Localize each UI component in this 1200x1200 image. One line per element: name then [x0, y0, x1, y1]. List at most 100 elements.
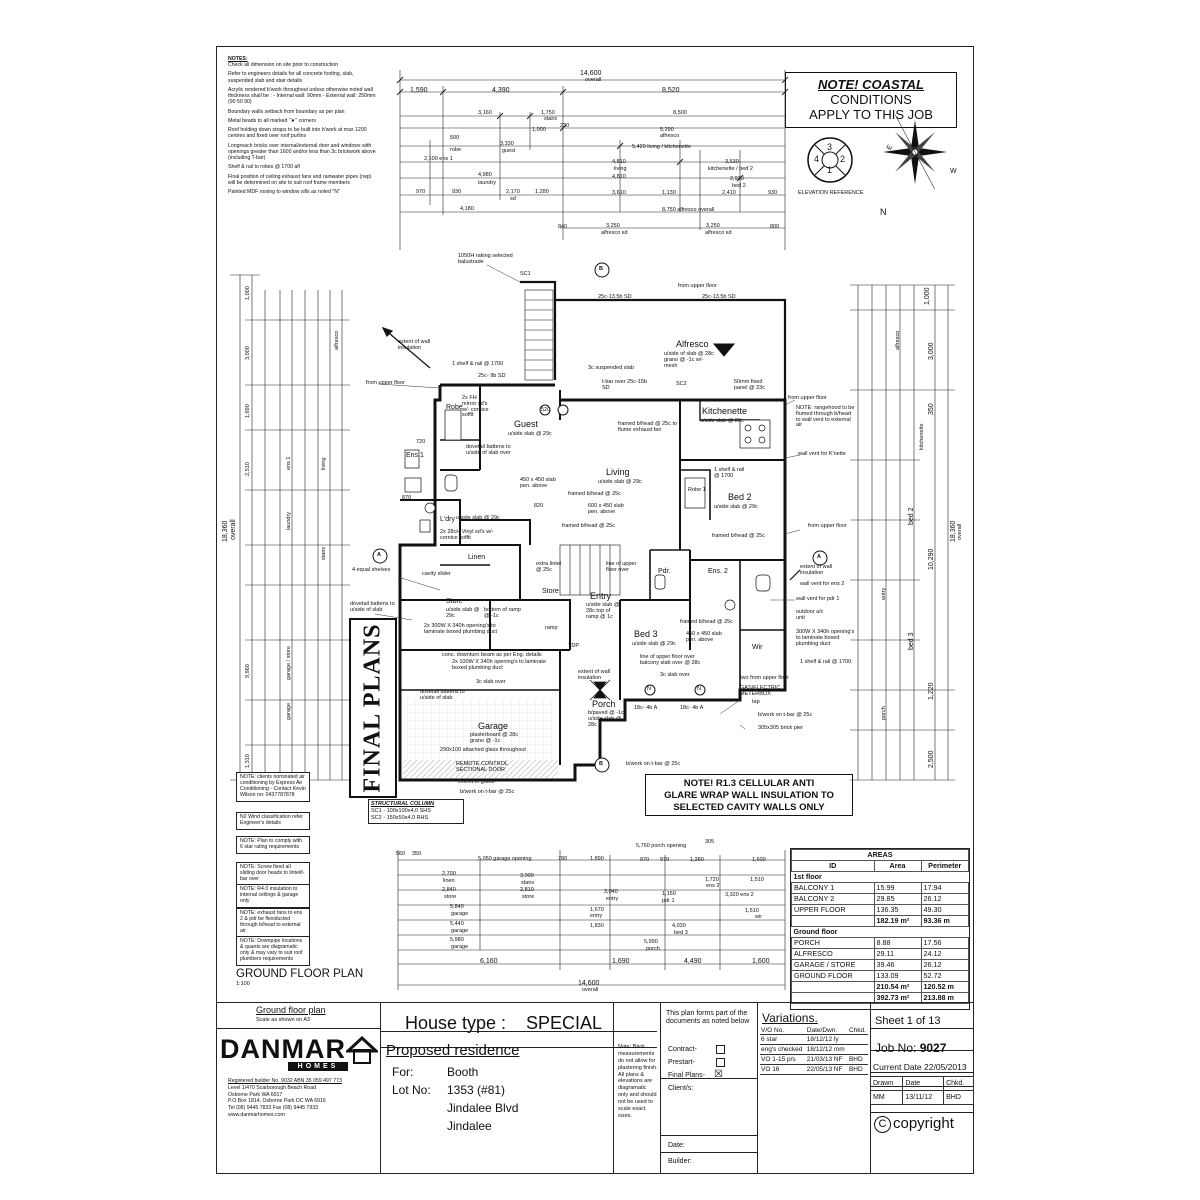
plan-labels-c3-slab-over-b: 3c slab over — [660, 672, 690, 678]
plan-labels-brick-pier: 305x305 brick pier — [758, 725, 803, 731]
plan-labels-framed-bhead-b: framed b/head @ 25c — [568, 491, 621, 497]
top-dims-d2410: 2,410 — [722, 190, 736, 196]
plan-labels-section-a: A — [377, 552, 381, 558]
compass-w: W — [950, 168, 957, 175]
plan-labels-store-a-slab: u/side slab @ 29c — [446, 607, 480, 619]
side-note-3: NOTE: Screw fixed all sliding door heads… — [236, 862, 310, 886]
structural-column-sc2: SC2 - 150x50x4.0 RHS — [371, 814, 429, 821]
areas-cell: 17.94 — [920, 882, 970, 894]
areas-cell: 8.88 — [873, 937, 922, 949]
variations-cell: 6 star — [760, 1034, 806, 1045]
top-dims-d2100: 2,100 ens 1 — [424, 156, 453, 162]
plan-labels-n-mark: N — [647, 686, 651, 692]
general-note-1: Check all dimension on site prior to con… — [228, 62, 339, 69]
areas-grand-total-cell: 392.73 m² — [873, 992, 922, 1004]
top-dims-alfresco-sd-b: alfresco sd — [705, 230, 732, 236]
plan-forms-note: This plan forms part of the documents as… — [666, 1010, 750, 1026]
bottom-dims-wir: wir — [755, 914, 763, 920]
extent-wall-insulation-arrows — [381, 326, 801, 581]
bottom-dims-d2840: 2,840 — [442, 887, 456, 893]
bottom-dims-d1280: 1,280 — [690, 857, 704, 863]
top-dims-bed2: bed 2 — [732, 183, 746, 189]
plan-labels-tap: tap — [752, 699, 760, 705]
company-line: Tel (08) 9445 7833 Fax (08) 9445 7933 — [228, 1105, 318, 1111]
right-dims-porch: porch — [881, 706, 887, 720]
final-plans-row: Final Plans- — [668, 1072, 705, 1079]
areas-header: Perimeter — [920, 860, 970, 872]
final-plans-checkbox[interactable]: ☒ — [714, 1069, 723, 1080]
areas-cell: 52.72 — [920, 970, 970, 982]
plan-labels-section-b: B — [599, 761, 603, 767]
areas-cell: GROUND FLOOR — [791, 970, 875, 982]
bottom-dims-overall: 14,600 — [578, 980, 600, 987]
plan-labels-porch-slab: b/paved @ -1c u/side slab @ 28c — [588, 710, 624, 728]
areas-header: Area — [873, 860, 922, 872]
bottom-dims-overall-label: overall — [582, 987, 599, 993]
plan-labels-n-mark: N — [697, 686, 701, 692]
fixtures — [404, 409, 771, 611]
top-dims-d5420: 5,420 living / kitchenette — [632, 144, 692, 150]
bottom-dims-d4490: 4,490 — [684, 958, 702, 965]
top-dims-d8750: 8,750 alfresco overall — [662, 207, 715, 213]
top-dimension-ticks — [396, 76, 789, 182]
plan-labels-framed-bhead-a: framed b/head @ 25c to flume exhaust fan — [618, 421, 678, 433]
bottom-dims-d6160: 6,160 — [480, 958, 498, 965]
areas-cell: 39.46 — [873, 959, 922, 971]
coastal-conditions-note: NOTE! COASTAL CONDITIONS APPLY TO THIS J… — [785, 72, 957, 128]
areas-header: ID — [791, 860, 875, 872]
top-dims-alfresco-sd-a: alfresco sd — [601, 230, 628, 236]
plan-labels-alfresco-num: 5 — [720, 346, 724, 353]
plan-labels-kitchenette-slab: u/side slab @ 29c — [700, 418, 744, 424]
bottom-dims-d1510b: 1,510 — [745, 908, 759, 914]
variations-cell: 18/12/12 ly — [805, 1034, 848, 1045]
areas-cell: 49.30 — [920, 904, 970, 916]
side-note-0: NOTE: clients nominated air conditioning… — [236, 772, 310, 802]
top-dims-d1590: 1,590 — [410, 87, 428, 94]
street: Jindalee Blvd — [447, 1101, 519, 1115]
structural-column-table: STRUCTURAL COLUMN SC1 - 100x100x4.0 SHS … — [368, 799, 464, 824]
bottom-dims-d5990: 5,990 — [644, 939, 658, 945]
areas-cell: 24.12 — [920, 948, 970, 960]
plan-labels-fixed-panel: 50mm fixed panel @ 23c — [734, 379, 765, 391]
bottom-dims-d1150: 1,150 — [662, 891, 676, 897]
plan-labels-ens1: Ens.1 — [406, 452, 424, 459]
general-note-4: Boundary walls setback from boundary as … — [228, 108, 345, 115]
prestart-checkbox[interactable] — [716, 1058, 725, 1067]
plan-labels-ramp: ramp — [545, 625, 558, 631]
right-dims-overall-label: overall — [957, 523, 963, 540]
contract-checkbox[interactable] — [716, 1045, 725, 1054]
plan-labels-from-upper-floor-b: from upper floor — [366, 380, 405, 386]
plan-labels-mirror: 2x FH mirror sd's w/- cornice soffit — [462, 395, 489, 419]
bottom-dims-d1600a: 1,600 — [752, 857, 766, 863]
plan-labels-line-upper-balcony: line of upper floor over balcony slab ov… — [640, 654, 701, 666]
areas-cell: 136.35 — [873, 904, 922, 916]
left-dims-overall: 18,360 — [222, 520, 229, 542]
plan-labels-d820: 820 — [534, 503, 544, 509]
bottom-dims-ens2: ens 2 — [706, 883, 720, 889]
compass-rose-icon — [883, 114, 947, 190]
house-type-label: House type : — [405, 1013, 507, 1033]
plan-labels-slab-pen-c: 450 x 450 slab pen. above — [686, 631, 722, 643]
proposed-residence: Proposed residence — [386, 1042, 520, 1059]
right-dims-d2500: 2,500 — [928, 750, 935, 768]
leader-lines — [374, 264, 801, 730]
side-note-5: NOTE: exhaust fans to ens 2 & pdr be fle… — [236, 908, 310, 938]
bottom-dims-store-b: store — [522, 894, 535, 900]
general-note-2: Refer to engineers details for all concr… — [228, 71, 354, 84]
plan-labels-from-upper-floor-c: from upper floor — [808, 523, 847, 529]
side-note-4: NOTE: R4.0 insulation to internal ceilin… — [236, 884, 310, 908]
left-dimensions — [230, 274, 350, 781]
company-line: Level 1/470 Scarborough Beach Road — [228, 1084, 316, 1091]
areas-cell: 133.09 — [873, 970, 922, 982]
coastal-note-line1: NOTE! COASTAL — [818, 77, 924, 92]
bottom-dims-bed3: bed 3 — [674, 930, 688, 936]
porch-marker — [589, 679, 611, 701]
contract-label: Contract- — [668, 1046, 697, 1053]
side-note-text: NOTE: exhaust fans to ens 2 & pdr be fle… — [240, 910, 303, 934]
areas-ground-floor-label: Ground floor — [791, 926, 969, 938]
general-note-7: Longreach bricks over internal/external … — [228, 142, 376, 162]
